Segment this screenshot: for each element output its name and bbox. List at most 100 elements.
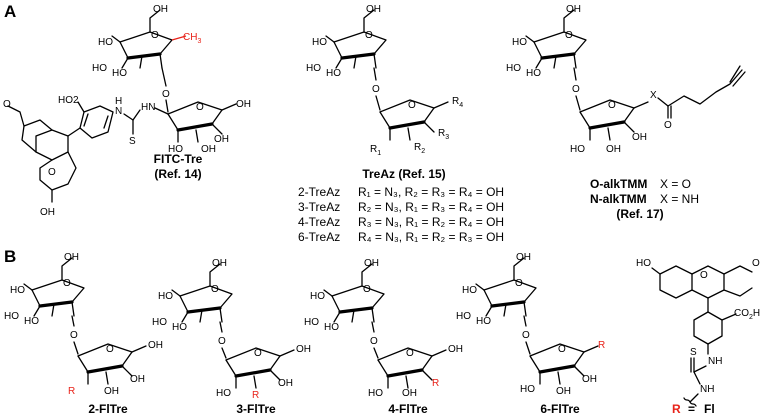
fitc-tre-structure: HO HO HO OH O CH3 O O OH HO OH OH HN S H… [3, 4, 251, 218]
atom-label: O [572, 84, 580, 95]
atom-label: HO [216, 388, 231, 399]
atom-label: O [700, 270, 708, 281]
atom-label: NH [700, 384, 714, 395]
fitc-tre-ref: (Ref. 14) [154, 167, 201, 181]
legend-r: R [672, 402, 681, 416]
atom-label: H [115, 96, 122, 107]
fltre-6-name: 6-FlTre [540, 402, 580, 416]
atom-label: OH [236, 99, 251, 110]
atom-label: HO [368, 388, 383, 399]
atom-label: HO [570, 144, 585, 155]
atom-label: HO [168, 144, 183, 155]
atom-label: OH [201, 144, 216, 155]
fluorescein-r-group-structure: HO O O CO2H NH S NH [636, 258, 760, 407]
atom-label: O [196, 102, 204, 113]
atom-label: O [218, 336, 226, 347]
atom-label: HO [326, 68, 341, 79]
atom-label: O [48, 167, 56, 178]
atom-label: HO [98, 37, 113, 48]
atom-label: O [106, 344, 114, 355]
atom-label: OH [212, 258, 227, 269]
atom-label: N [115, 106, 122, 117]
atom-label: HO [172, 322, 187, 333]
atom-label: OH [296, 344, 311, 355]
atom-label: O [565, 30, 573, 41]
atom-label: S [690, 347, 697, 358]
atom-label: OH [278, 378, 293, 389]
atom-label: O [522, 330, 530, 341]
r-substituent-label: R [432, 378, 439, 389]
atom-label: HO [312, 37, 327, 48]
atom-label: HO [92, 63, 107, 74]
r-substituent-label: R [598, 340, 605, 351]
atom-label: HO [512, 37, 527, 48]
atom-label: NH [708, 356, 722, 367]
treaz-structure: HO HO HO HO OH O O O R4 R1 R2 R3 [306, 4, 463, 157]
atom-label: OH [582, 374, 597, 385]
atom-label: OH [606, 144, 621, 155]
atom-label: OH [366, 4, 381, 15]
legend-fl: Fl [704, 402, 715, 416]
atom-label: O [408, 100, 416, 111]
atom-label: OH [130, 374, 145, 385]
atom-label: OH [448, 344, 463, 355]
treaz-row-label: 2-TreAz [298, 185, 340, 199]
treaz-row-subst: R₄ = N₃, R₁ = R₂ = R₃ = OH [358, 230, 504, 244]
r-substituent-label: R [68, 386, 75, 397]
co2h-label: HO23 [58, 95, 85, 106]
r3-label: R3 [438, 128, 449, 141]
treaz-row-label: 6-TreAz [298, 230, 340, 244]
atom-label: OH [40, 207, 55, 218]
atom-label: O [608, 100, 616, 111]
fltre-6-structure: HO HO HO OH O O O R HO OH OH [456, 252, 605, 397]
treaz-row-subst: R₃ = N₃, R₁ = R₂ = R₄ = OH [358, 215, 504, 229]
atom-label: OH [402, 388, 417, 399]
atom-label: HO [520, 384, 535, 395]
atom-label: HO [462, 285, 477, 296]
panel-a-label: A [4, 2, 16, 21]
r4-label: R4 [452, 96, 463, 109]
atom-label: O [370, 336, 378, 347]
atom-label: OH [104, 386, 119, 397]
fltre-3-structure: HO HO HO OH O O O OH HO R OH [152, 258, 311, 401]
atom-label: OH [64, 252, 79, 263]
atom-label: O [363, 284, 371, 295]
atom-label: HO [10, 285, 25, 296]
alktmm-ref: (Ref. 17) [616, 207, 663, 221]
atom-label: OH [214, 134, 229, 145]
atom-label: HO [4, 311, 19, 322]
r-substituent-label: R [252, 390, 259, 401]
atom-label: OH [153, 4, 168, 15]
panel-b-label: B [4, 247, 16, 266]
atom-label: HO [152, 317, 167, 328]
atom-label: O [664, 120, 672, 131]
atom-label: O [63, 278, 71, 289]
atom-label: OH [632, 132, 647, 143]
treaz-row-subst: R₁ = N₃, R₂ = R₃ = R₄ = OH [358, 185, 504, 199]
n-alktmm-name: N-alkTMM [590, 192, 647, 206]
atom-label: HO [324, 322, 339, 333]
atom-label: HO [506, 63, 521, 74]
atom-label: S [129, 136, 136, 147]
fltre-2-structure: HO HO HO OH O O O OH R OH OH [4, 252, 163, 397]
r-equals-fl-legend: R = Fl [672, 402, 715, 416]
fitc-tre-name: FITC-Tre [154, 152, 203, 166]
atom-label: OH [516, 252, 531, 263]
fltre-3-name: 3-FlTre [236, 402, 276, 416]
atom-label: HO [526, 68, 541, 79]
atom-label: HO [476, 316, 491, 327]
atom-label: OH [364, 258, 379, 269]
fltre-4-structure: HO HO HO OH O O O OH HO OH R [304, 258, 463, 399]
treaz-row-label: 4-TreAz [298, 215, 340, 229]
atom-label: HO [304, 317, 319, 328]
atom-label: O [211, 284, 219, 295]
atom-label: OH [566, 4, 581, 15]
o-alktmm-name: O-alkTMM [590, 177, 647, 191]
n-alktmm-x: X = NH [660, 192, 699, 206]
o-alktmm-x: X = O [660, 177, 691, 191]
treaz-name: TreAz (Ref. 15) [362, 167, 445, 181]
atom-label: O [372, 84, 380, 95]
atom-label: O [162, 89, 170, 100]
atom-label: O [151, 30, 159, 41]
